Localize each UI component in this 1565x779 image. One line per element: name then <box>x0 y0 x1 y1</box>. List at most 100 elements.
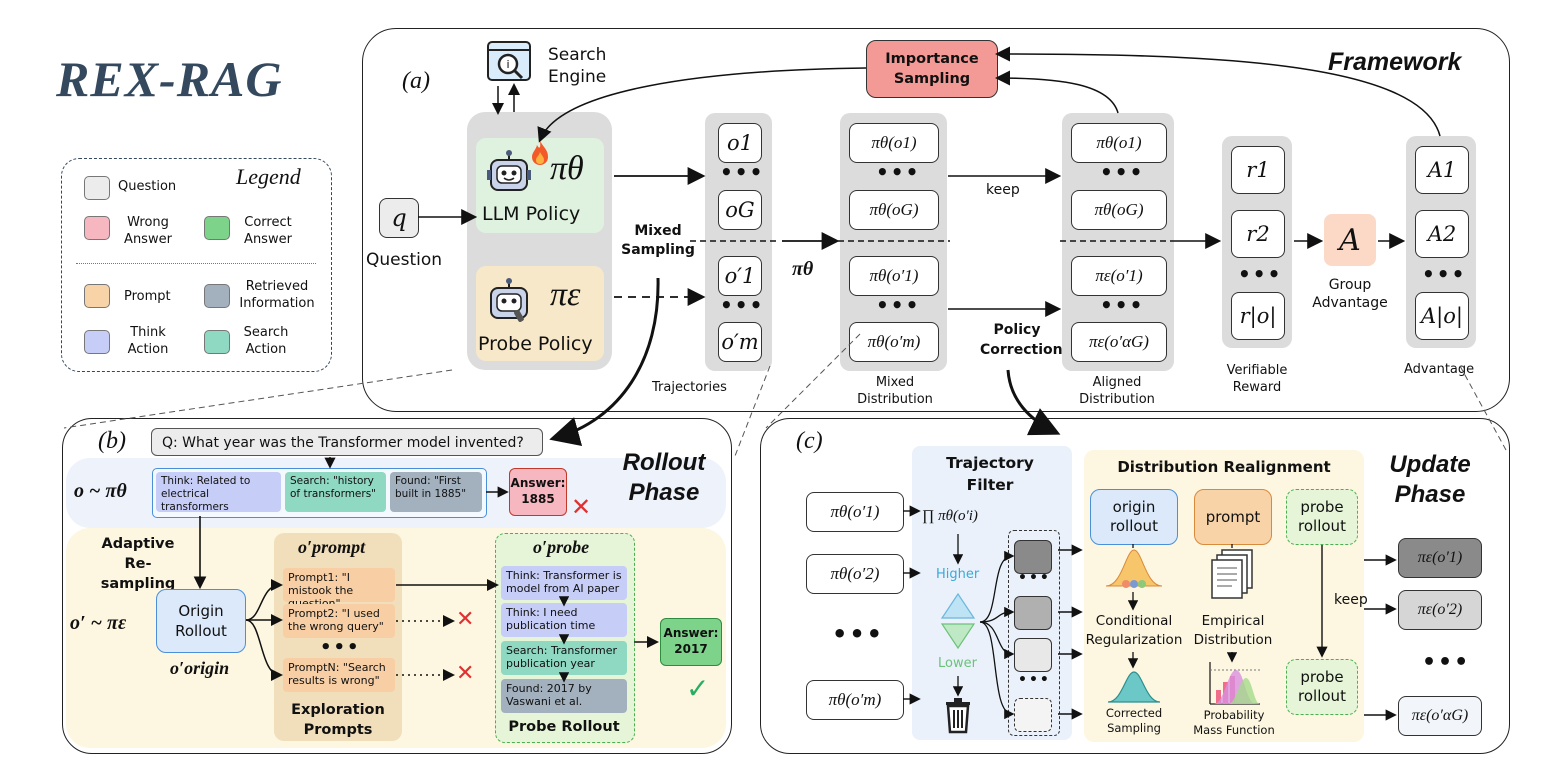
advantage-2-text: A|o| <box>1421 304 1463 328</box>
correct-answer-text: Answer: 2017 <box>663 626 719 656</box>
mixed-sampling-label: Mixed Sampling <box>621 223 695 258</box>
check-icon: ✓ <box>686 672 710 705</box>
reward-1-text: r2 <box>1246 222 1270 246</box>
framework-title: Framework <box>1328 48 1462 76</box>
question-label: Question <box>366 250 443 270</box>
update-output-1-text: πε(o′2) <box>1417 601 1463 618</box>
group-advantage-symbol: A <box>1339 222 1361 258</box>
update-output-1: πε(o′2) <box>1398 590 1482 630</box>
main-title: REX-RAG <box>56 51 283 107</box>
legend-swatch-think <box>84 330 110 354</box>
empirical-label: Empirical Distribution <box>1193 613 1273 648</box>
mixed-dist-1-text: πθ(oG) <box>869 200 919 219</box>
mixed-dist-0: πθ(o1) <box>849 123 939 163</box>
svg-text:i: i <box>506 58 509 71</box>
traj-oG-text: oG <box>725 198 755 222</box>
o-probe-label: o′probe <box>533 537 590 557</box>
question-box: q <box>379 198 419 238</box>
traj-oG: oG <box>718 190 762 230</box>
update-input-dots: ••• <box>832 620 885 648</box>
aligned-dist-2: πε(o′1) <box>1071 256 1167 296</box>
legend-swatch-retrieved <box>204 284 230 308</box>
llm-policy-symbol: πθ <box>550 150 584 187</box>
legend-label-wrong: Wrong Answer <box>124 215 172 247</box>
wrong-answer-box: Answer: 1885 <box>509 468 567 516</box>
search-engine-icon: i <box>486 40 532 84</box>
mixed-dist-1: πθ(oG) <box>849 190 939 230</box>
prompt-chip-1: Prompt1: "I mistook the question" <box>283 568 395 610</box>
advantage-label: Advantage <box>1404 362 1475 377</box>
legend-swatch-correct <box>204 216 230 240</box>
trajectory-filter-title: Trajectory Filter <box>946 454 1034 494</box>
traj-o1-prime: o′1 <box>718 256 762 296</box>
aligned-dots-top: ••• <box>1100 160 1145 184</box>
reward-0: r1 <box>1231 146 1285 194</box>
legend-swatch-question <box>84 176 110 200</box>
update-output-2: πε(o′αG) <box>1398 696 1482 736</box>
framework-tag: (a) <box>402 68 430 94</box>
prompt-dots: ••• <box>320 637 361 658</box>
llm-policy-label: LLM Policy <box>482 203 581 225</box>
reward-2-text: r|o| <box>1239 304 1277 328</box>
origin-rollout-chip: origin rollout <box>1090 489 1178 545</box>
filter-dots-1: ••• <box>1018 570 1051 586</box>
mixed-dist-2-text: πθ(o′1) <box>869 266 919 285</box>
reward-2: r|o| <box>1231 292 1285 340</box>
aligned-dots-bottom: ••• <box>1100 293 1145 317</box>
probe-step-1: Think: Transformer is model from AI pape… <box>501 566 627 600</box>
probe-step-2: Think: I need publication time <box>501 603 627 637</box>
update-tag: (c) <box>796 428 823 454</box>
rollout-question: Q: What year was the Transformer model i… <box>151 428 543 456</box>
filter-slot-4 <box>1014 698 1052 732</box>
update-output-0-text: πε(o′1) <box>1417 549 1463 566</box>
traj-om-prime: o′m <box>718 322 762 362</box>
lower-label: Lower <box>938 656 977 671</box>
advantage-1: A2 <box>1415 210 1469 258</box>
legend-label-think: Think Action <box>127 325 169 357</box>
adaptive-resampling-label: Adaptive Re-sampling <box>100 536 176 592</box>
legend-label-correct: Correct Answer <box>244 215 292 247</box>
trajectories-label: Trajectories <box>652 380 727 395</box>
aligned-dist-label: Aligned Distribution <box>1079 375 1155 407</box>
rollout-tag: (b) <box>98 428 126 454</box>
rollout-title: Rollout Phase <box>622 449 706 506</box>
prompt-chip: prompt <box>1194 489 1272 545</box>
corrected-label: Corrected Sampling <box>1105 706 1163 735</box>
update-input-1: πθ(o′2) <box>806 554 904 594</box>
wrong-cross-2-icon: ✕ <box>456 607 475 632</box>
mixed-dist-label: Mixed Distribution <box>857 375 933 407</box>
filter-slot-2 <box>1014 596 1052 630</box>
rollout-question-text: Q: What year was the Transformer model i… <box>162 435 524 451</box>
probe-rollout-chip-2: probe rollout <box>1286 659 1358 715</box>
keep-label: keep <box>986 182 1020 198</box>
probe-policy-label: Probe Policy <box>478 333 593 355</box>
probe-step-4: Found: 2017 by Vaswani et al. <box>501 679 627 713</box>
correct-answer-box: Answer: 2017 <box>660 618 722 666</box>
wrong-cross-3-icon: ✕ <box>456 661 475 686</box>
probe-rollout-chip-2-text: probe rollout <box>1298 668 1346 705</box>
exploration-prompts-label: Exploration Prompts <box>291 702 385 738</box>
legend-label-search: Search Action <box>243 325 289 357</box>
probe-step-3: Search: Transformer publication year <box>501 641 627 675</box>
update-input-0-text: πθ(o′1) <box>830 502 880 521</box>
advantage-0: A1 <box>1415 146 1469 194</box>
aligned-dist-2-text: πε(o′1) <box>1095 266 1143 285</box>
mixed-dist-3: πθ(o′m) <box>849 322 939 362</box>
reward-1: r2 <box>1231 210 1285 258</box>
traj-o1: o1 <box>718 123 762 163</box>
prompt-chip-2: Prompt2: "I used the wrong query" <box>283 604 395 638</box>
advantage-0-text: A1 <box>1427 158 1457 182</box>
prompt-chip-n: PromptN: "Search results is wrong" <box>283 658 395 692</box>
mixed-dots-bottom: ••• <box>876 293 921 317</box>
traj-o1-text: o1 <box>726 131 753 155</box>
probe-rollout-label: Probe Rollout <box>508 719 620 735</box>
advantage-1-text: A2 <box>1427 222 1457 246</box>
origin-rollout-box: Origin Rollout <box>156 589 246 653</box>
legend-swatch-prompt <box>84 284 110 308</box>
wrong-answer-text: Answer: 1885 <box>510 476 566 506</box>
filter-slot-1 <box>1014 540 1052 574</box>
aligned-dist-0: πθ(o1) <box>1071 123 1167 163</box>
mixed-dist-0-text: πθ(o1) <box>871 133 917 152</box>
pmf-label: Probability Mass Function <box>1193 708 1275 737</box>
aligned-dist-1-text: πθ(oG) <box>1094 200 1144 219</box>
